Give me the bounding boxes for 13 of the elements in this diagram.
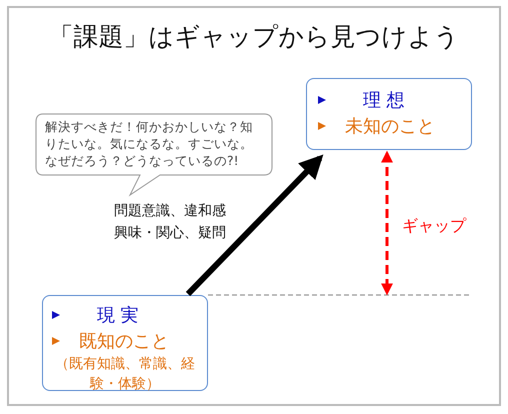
heading: 理 想 — [363, 89, 405, 112]
description: 既知のこと — [79, 330, 169, 353]
description: 未知のこと — [345, 115, 435, 138]
text-box — [306, 78, 472, 150]
description: （既有知識、常識、経験・体験） — [55, 355, 195, 394]
heading: 現 実 — [97, 304, 139, 327]
note-text: 問題意識、違和感興味・関心、疑問 — [114, 202, 227, 243]
arrow — [381, 150, 393, 296]
arrow — [186, 154, 324, 296]
speech-bubble — [35, 113, 273, 197]
speech-text: 解決すべきだ！何かおかしいな？知りたいな。気になるな。すごいな。なぜだろう？どうなっているの?! — [45, 118, 254, 169]
title: 「課題」はギャップから見つけよう — [48, 21, 460, 53]
text-box — [42, 295, 208, 391]
